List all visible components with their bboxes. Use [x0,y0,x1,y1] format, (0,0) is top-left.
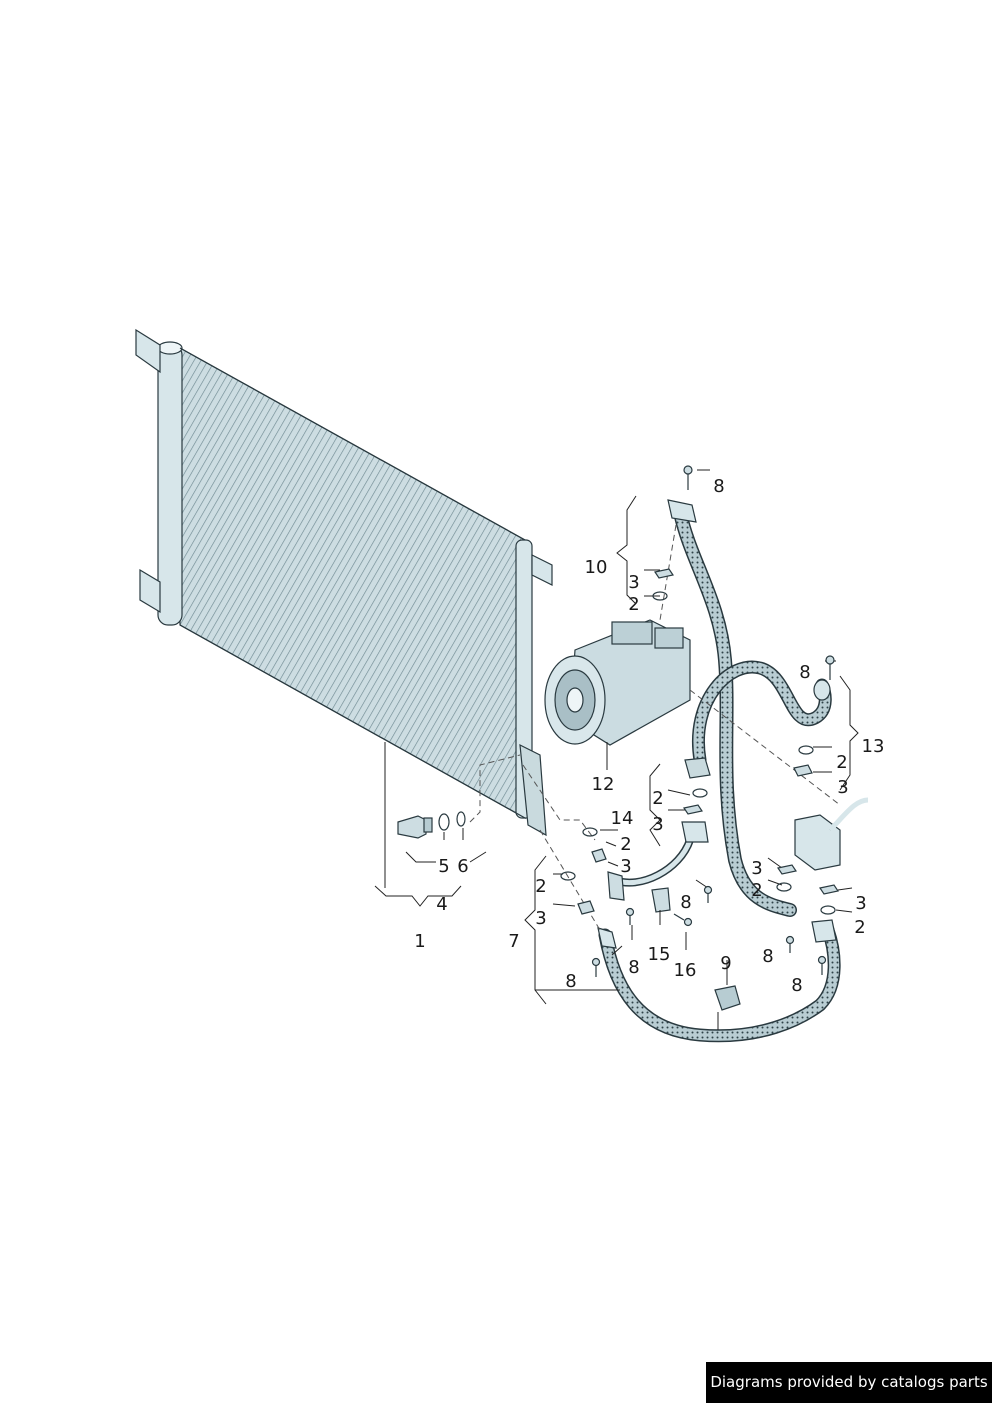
callout-c-8-c: 8 [680,892,691,913]
condenser-part[interactable] [135,328,553,837]
callout-c-5: 5 [438,856,449,877]
callout-c-8-f: 8 [565,971,576,992]
bolt-8[interactable] [785,935,795,954]
bolt-8[interactable] [591,957,601,978]
seal-ring-2[interactable] [776,882,792,892]
gasket-3[interactable] [577,900,595,915]
bolt-8[interactable] [625,907,635,926]
refrigerant-line-13[interactable] [684,660,832,779]
callout-c-3-f: 3 [855,893,866,914]
bolt-8[interactable] [817,955,827,976]
gasket-3[interactable] [793,764,813,777]
callout-c-2-d: 2 [620,834,631,855]
bolt-16[interactable] [673,913,693,927]
callout-c-8-top: 8 [713,476,724,497]
callout-c-3-c: 3 [652,814,663,835]
callout-c-2-b: 2 [836,752,847,773]
seal-ring-2[interactable] [582,827,598,837]
callout-c-14: 14 [611,808,634,829]
callout-c-8-g: 8 [791,975,802,996]
leader-lines [374,469,859,1030]
callout-c-6: 6 [457,856,468,877]
callout-c-2-g: 2 [854,917,865,938]
callout-c-3-b: 3 [837,777,848,798]
clamp-15[interactable] [651,887,671,913]
callout-c-8-b: 8 [799,662,810,683]
callout-c-2-c: 2 [652,788,663,809]
callout-c-10: 10 [585,557,608,578]
callout-c-2-f: 2 [751,880,762,901]
receiver-drier-part[interactable] [794,797,869,871]
callout-c-4: 4 [436,894,447,915]
callout-c-2-e: 2 [535,876,546,897]
gasket-3[interactable] [683,804,703,815]
gasket-3[interactable] [654,568,674,579]
callout-c-1: 1 [414,931,425,952]
bolt-8[interactable] [683,465,693,490]
seal-ring-2[interactable] [692,788,708,798]
callout-c-3-a: 3 [628,572,639,593]
gasket-3[interactable] [777,864,797,875]
credit-banner: Diagrams provided by catalogs parts [706,1362,992,1403]
callout-c-13: 13 [862,736,885,757]
callout-c-8-e: 8 [628,957,639,978]
callout-c-9: 9 [720,953,731,974]
callout-c-16: 16 [674,960,697,981]
bolt-8[interactable] [825,655,835,680]
bolt-8[interactable] [703,885,713,904]
callout-c-15: 15 [648,944,671,965]
callout-c-2-a: 2 [628,594,639,615]
pressure-switch-part[interactable] [397,815,433,839]
callout-c-8-d: 8 [762,946,773,967]
assembly-dash-lines [469,524,841,931]
callout-c-12: 12 [592,774,615,795]
gasket-3[interactable] [591,848,607,863]
callout-c-7: 7 [508,931,519,952]
callout-c-3-e: 3 [751,858,762,879]
seal-ring-2[interactable] [798,745,814,755]
callout-c-3-d: 3 [620,856,631,877]
suction-hose-part[interactable] [667,499,797,917]
seal-ring-2[interactable] [820,905,836,915]
callout-c-3-g: 3 [535,908,546,929]
bracket-9[interactable] [714,985,741,1011]
pressure-hose-part[interactable] [597,919,841,1043]
seal-ring-2[interactable] [560,871,576,881]
seal-ring-6[interactable] [456,811,466,827]
seal-ring-2[interactable] [652,591,668,601]
seal-ring-5[interactable] [438,813,450,831]
line-14-part[interactable] [607,821,709,901]
compressor-part[interactable] [544,619,691,746]
gasket-3[interactable] [819,884,839,895]
